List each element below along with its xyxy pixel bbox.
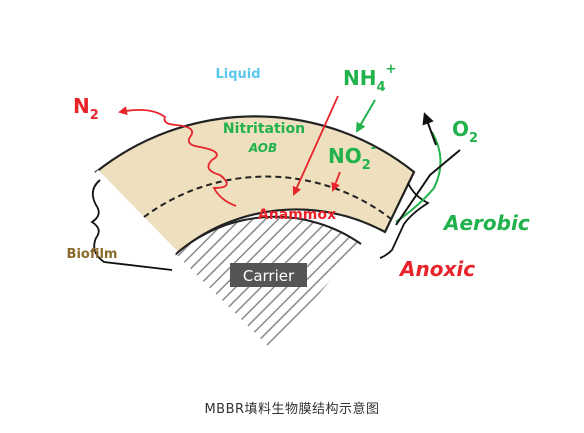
no2-formula: NO2- [328, 141, 376, 173]
anoxic-label: Anoxic [398, 257, 475, 281]
n2-sub: 2 [90, 108, 99, 123]
carrier-label-box [230, 263, 307, 287]
nh4-formula: NH4+ [343, 62, 396, 95]
n2-release-arrow [118, 106, 237, 207]
biofilm-bracket [90, 179, 173, 271]
n2-base: N [73, 94, 90, 118]
anammox-label: Anammox [258, 207, 336, 223]
no2-sup: - [371, 141, 376, 156]
biofilm-band-edge [93, 169, 179, 257]
o2-formula: O2 [452, 117, 478, 146]
figure-caption: MBBR填料生物膜结构示意图 [204, 402, 380, 417]
liquid-label: Liquid [215, 67, 260, 82]
o2-base: O [452, 117, 469, 141]
nitritation-label: Nitritation [223, 121, 305, 137]
nh4-base: NH [343, 66, 376, 90]
o2-sub: 2 [469, 131, 478, 146]
carrier-label: Carrier [243, 267, 295, 285]
biofilm-label: Biofilm [67, 247, 118, 262]
oxygen-diffusion-arrow [395, 131, 442, 223]
nh4-sup: + [386, 62, 397, 77]
no2-sub: 2 [362, 158, 371, 173]
nh4-to-anammox-arrow [292, 95, 339, 196]
nh4-sub: 4 [376, 80, 385, 95]
nh4-to-no2-arrow [355, 99, 376, 133]
no2-to-anammox-arrow [331, 171, 341, 192]
n2-formula: N2 [73, 94, 99, 123]
aerobic-anoxic-boundary [143, 175, 396, 223]
oxygen-profile-arrow [422, 112, 437, 146]
aob-label: AOB [248, 141, 277, 155]
oxygen-profile-line [395, 149, 461, 226]
aerobic-label: Aerobic [442, 211, 530, 235]
no2-base: NO [328, 144, 362, 168]
